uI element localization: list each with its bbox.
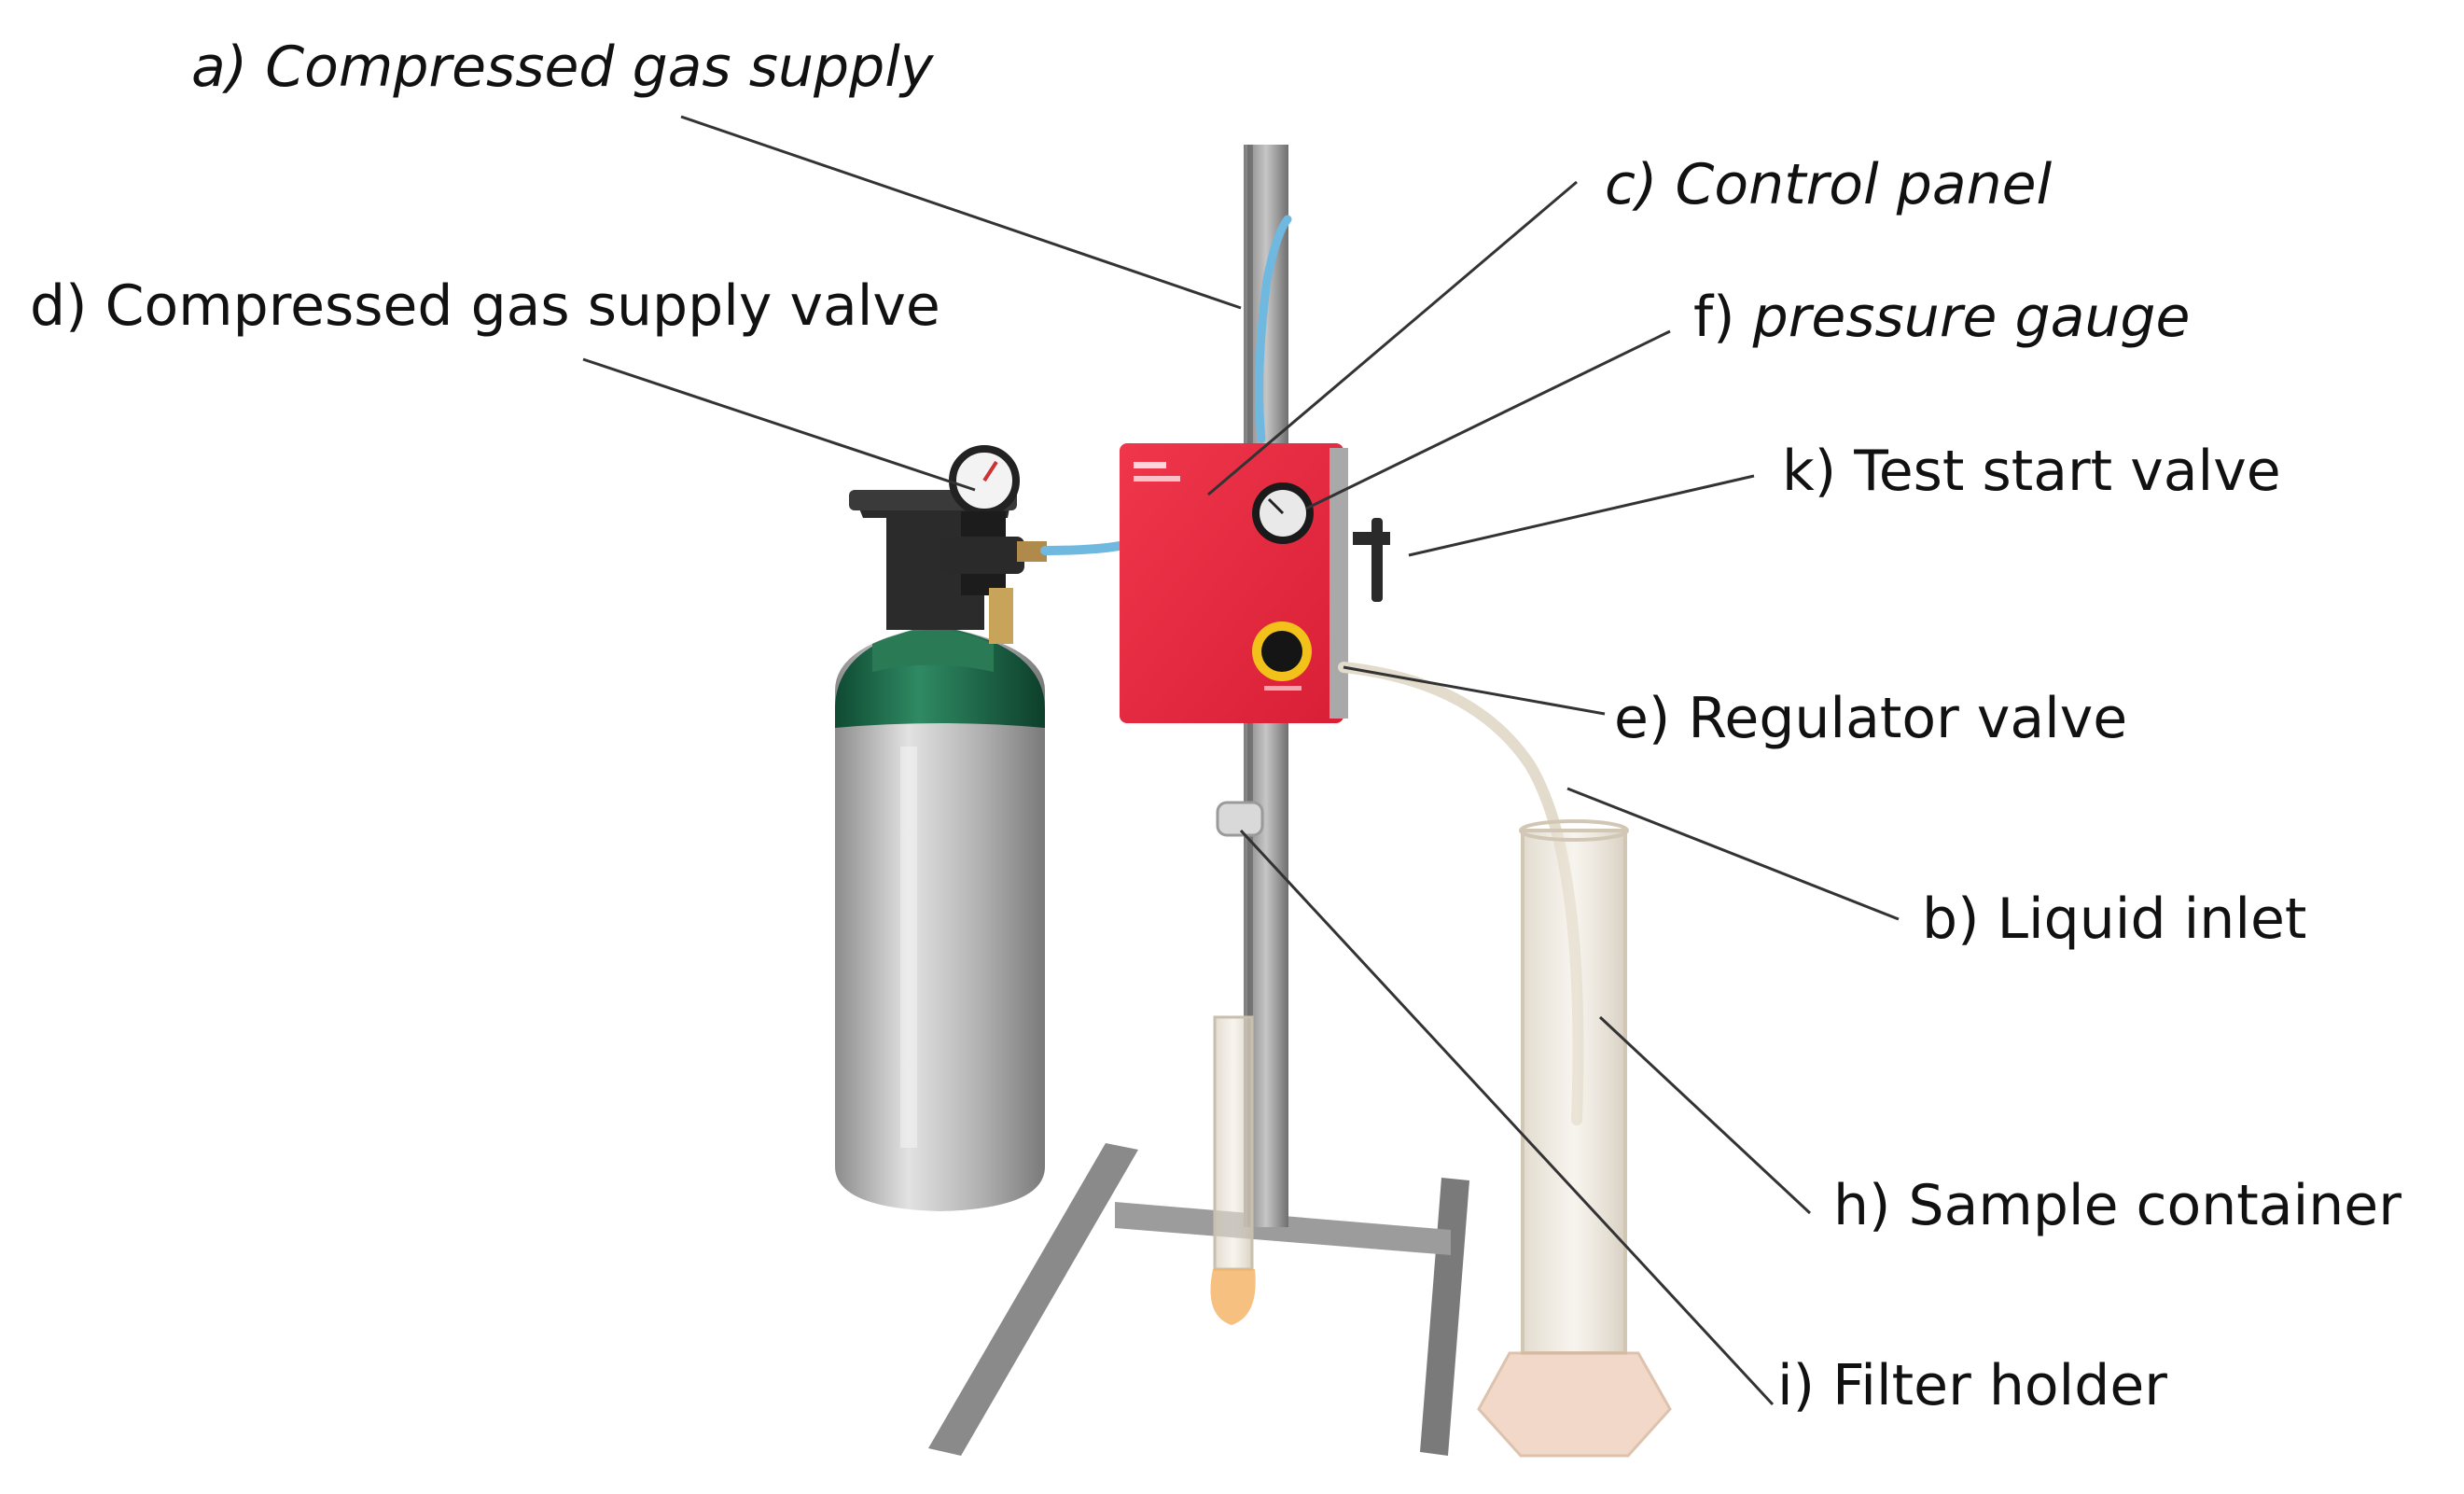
label-control-panel: c) Control panel xyxy=(1605,152,2053,217)
leader-h xyxy=(1598,1015,1812,1215)
leader-a xyxy=(680,115,1242,310)
leader-i xyxy=(1239,829,1775,1406)
stand-base-left xyxy=(928,1143,1138,1456)
label-sample-container: h) Sample container xyxy=(1833,1173,2401,1238)
leader-d xyxy=(582,357,976,492)
leader-f xyxy=(1305,329,1671,510)
label-pressure-gauge: f) pressure gauge xyxy=(1693,285,2191,350)
label-pressure-gauge-text: pressure gauge xyxy=(1752,285,2191,350)
label-liquid-inlet: b) Liquid inlet xyxy=(1922,887,2307,952)
sample-container xyxy=(1477,819,1672,1458)
stand-base-right xyxy=(1420,1178,1469,1456)
label-compressed-gas-supply-valve: d) Compressed gas supply valve xyxy=(30,273,940,339)
leader-b xyxy=(1566,787,1900,921)
stand-crossbar xyxy=(1115,1202,1451,1255)
gas-cylinder xyxy=(835,490,1045,1211)
label-filter-holder: i) Filter holder xyxy=(1777,1353,2167,1418)
label-compressed-gas-supply: a) Compressed gas supply xyxy=(191,35,934,100)
gas-hose-up-column xyxy=(1255,215,1292,443)
leader-c xyxy=(1207,180,1578,496)
cylinder-regulator xyxy=(940,445,1047,644)
leader-e xyxy=(1343,665,1606,716)
leader-k xyxy=(1408,474,1755,557)
gas-hose-to-panel xyxy=(1040,541,1124,555)
label-regulator-valve: e) Regulator valve xyxy=(1614,686,2128,751)
filtrate-tube xyxy=(1210,1015,1256,1325)
filter-holder-clamp xyxy=(1216,801,1264,837)
leader-lines xyxy=(582,115,1900,1406)
label-test-start-valve: k) Test start valve xyxy=(1782,439,2281,504)
control-panel xyxy=(1120,443,1390,723)
